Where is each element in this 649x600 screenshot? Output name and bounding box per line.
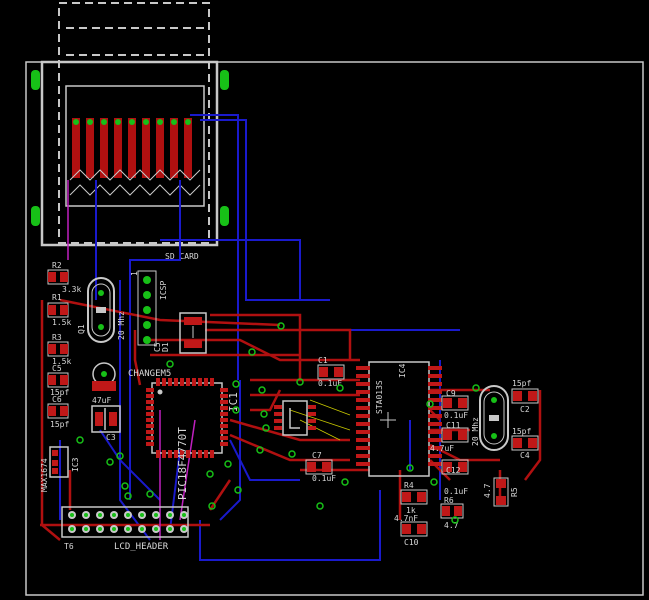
sd-card-silkscreen-hatch	[69, 169, 201, 196]
c2-value: 15pf	[512, 379, 531, 388]
r1-resistor[interactable]: R1 1.5k	[47, 293, 71, 327]
q1-value: 20 Mhz	[117, 311, 126, 340]
c10-label: C10	[404, 538, 419, 547]
sd-mount-hole	[31, 206, 40, 226]
r3-value: 1.5k	[52, 357, 71, 366]
ic1-value: PIC18F4770T	[176, 427, 189, 500]
r1-label: R1	[52, 293, 62, 302]
changem5-label: CHANGEM5	[128, 369, 171, 379]
central-chip[interactable]	[274, 400, 316, 436]
vias	[76, 322, 480, 524]
r3-label: R3	[52, 333, 62, 342]
sd-card-label: SD_CARD	[165, 252, 199, 261]
c1-label: C1	[318, 356, 328, 365]
sd-card-inner	[65, 85, 205, 207]
r4-resistor[interactable]: R4 1k	[400, 481, 428, 515]
ic4-audio-decoder[interactable]: STA013S IC4	[356, 361, 442, 477]
q1-label: Q1	[77, 324, 86, 334]
q2-value: 20 Mhz	[471, 417, 480, 446]
c10-value: 4.7nF	[394, 514, 418, 523]
c5-capacitor[interactable]: C5 15pf	[47, 364, 69, 397]
r5-label: R5	[510, 487, 519, 497]
sd-mount-hole	[220, 206, 229, 226]
c12-value: 0.1uF	[444, 487, 468, 496]
c12-capacitor[interactable]: C12 0.1uF	[441, 459, 469, 496]
c3-value: 47uF	[92, 396, 111, 405]
c5-value: 15pf	[50, 388, 69, 397]
c9-value: 0.1uF	[444, 411, 468, 420]
sd-card-body	[40, 60, 219, 247]
c11-value: 4.7uF	[430, 444, 454, 453]
d1-diode[interactable]: D1 C5	[153, 312, 207, 354]
ic4-label: IC4	[398, 363, 407, 378]
q2-crystal[interactable]: 20 Mhz	[471, 385, 509, 451]
c2-capacitor[interactable]: 15pf C2	[511, 379, 539, 414]
r2-value: 3.3k	[62, 285, 81, 294]
c6-label: C6	[52, 395, 62, 404]
lcd-header[interactable]: T6 LCD_HEADER	[61, 506, 189, 552]
t6-label: T6	[64, 542, 74, 551]
c1-capacitor[interactable]: C1 0.1uF	[317, 356, 345, 388]
c1-value: 0.1uF	[318, 379, 342, 388]
c7-label: C7	[312, 451, 322, 460]
r1-value: 1.5k	[52, 318, 71, 327]
c11-capacitor[interactable]: C11 4.7uF	[430, 421, 469, 453]
ic3-label: IC3	[71, 457, 80, 472]
c4-capacitor[interactable]: 15pf C4	[511, 427, 539, 460]
icsp-header[interactable]: 1 ICSP	[130, 270, 168, 346]
changem5-switch[interactable]: CHANGEM5	[92, 362, 171, 391]
r4-value: 1k	[406, 506, 416, 515]
c11-label: C11	[446, 421, 461, 430]
c10-capacitor[interactable]: 4.7nF C10	[394, 514, 428, 547]
sd-mount-hole	[31, 70, 40, 90]
c9-label: C9	[446, 389, 456, 398]
ic3-value: MAX1674	[40, 458, 49, 492]
r5-resistor[interactable]: R5 4.7	[483, 477, 519, 507]
d1-value: C5	[153, 342, 162, 352]
board-outline	[25, 61, 644, 596]
q1-crystal[interactable]: Q1 20 Mhz	[77, 277, 126, 343]
r3-resistor[interactable]: R3 1.5k	[47, 333, 71, 366]
c4-value: 15pf	[512, 427, 531, 436]
c3-label: C3	[106, 433, 116, 442]
r6-label: R6	[444, 496, 454, 505]
c6-capacitor[interactable]: C6 15pf	[47, 395, 69, 429]
c2-label: C2	[520, 405, 530, 414]
c12-label: C12	[446, 466, 461, 475]
icsp-pin1-label: 1	[130, 271, 139, 276]
lcd-header-label: LCD_HEADER	[114, 542, 169, 552]
r6-value: 4.7	[444, 521, 459, 530]
magenta-traces	[67, 180, 196, 540]
icsp-label: ICSP	[159, 281, 168, 300]
c7-capacitor[interactable]: C7 0.1uF	[305, 451, 336, 483]
c6-value: 15pf	[50, 420, 69, 429]
r2-label: R2	[52, 261, 62, 270]
r4-label: R4	[404, 481, 414, 490]
c5-label: C5	[52, 364, 62, 373]
c3-capacitor[interactable]: 47uF C3	[91, 396, 121, 442]
d1-label: D1	[161, 342, 170, 352]
c7-value: 0.1uF	[312, 474, 336, 483]
sd-card-connector[interactable]: SD_CARD	[31, 2, 229, 261]
ic4-value: STA013S	[375, 380, 384, 414]
sd-card-pins	[72, 118, 192, 178]
ic1-microcontroller[interactable]: PIC18F4770T IC1	[146, 378, 240, 500]
r2-resistor[interactable]: R2 3.3k	[47, 261, 81, 294]
ic3-chip[interactable]: IC3 MAX1674	[40, 446, 80, 492]
r5-value: 4.7	[483, 483, 492, 498]
c9-capacitor[interactable]: C9 0.1uF	[441, 389, 469, 420]
sd-mount-hole	[220, 70, 229, 90]
c4-label: C4	[520, 451, 530, 460]
